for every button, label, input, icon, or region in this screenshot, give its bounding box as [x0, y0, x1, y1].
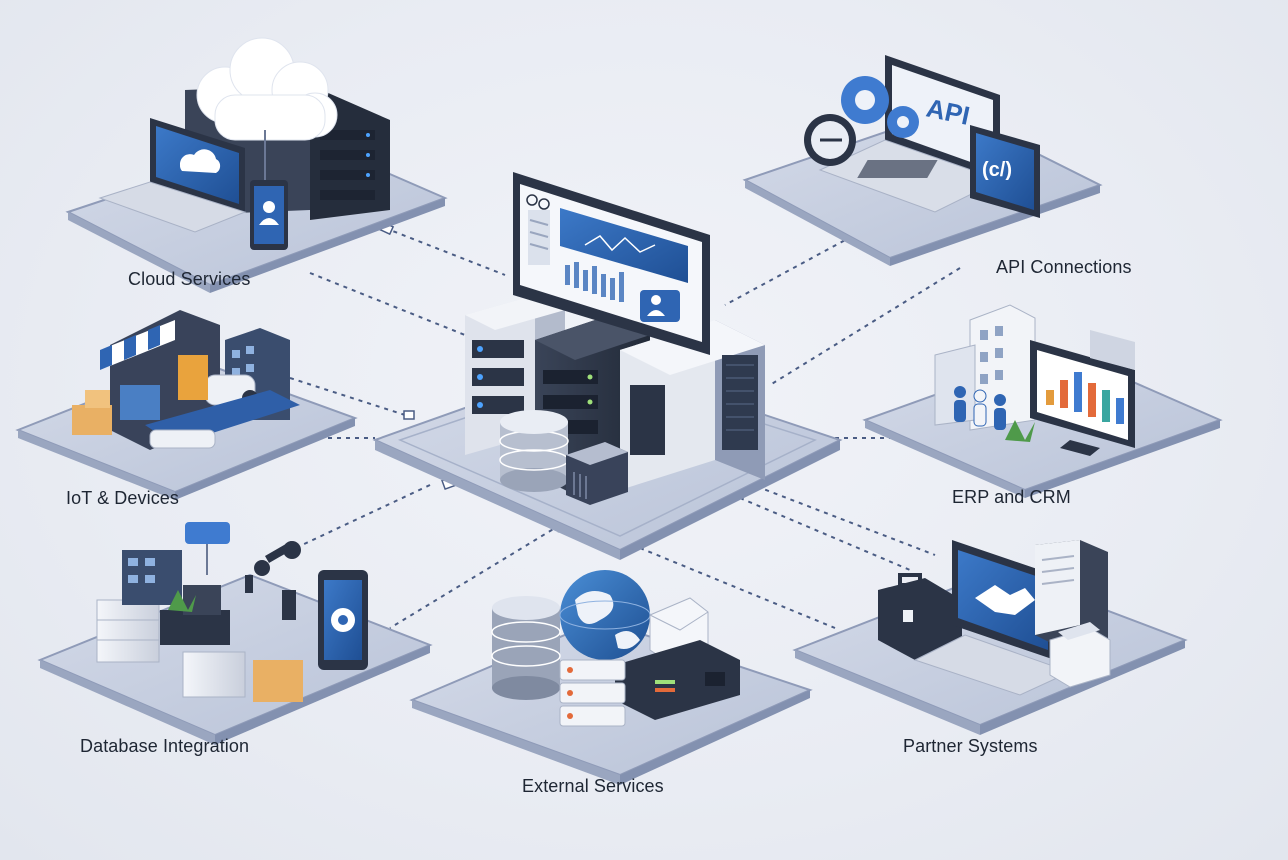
printer-icon: [1049, 622, 1111, 688]
node-database-integration: [37, 522, 433, 745]
connector-partner: [739, 479, 936, 556]
node-cloud-services: [65, 37, 448, 293]
connector-cloud: [384, 227, 506, 276]
network-node-icon: [185, 522, 230, 575]
gauge-icon: [804, 114, 856, 166]
router-icon: [160, 585, 230, 645]
label-database-integration: Database Integration: [80, 736, 250, 756]
label-api-connections: API Connections: [996, 257, 1132, 277]
connector-api-2: [769, 267, 961, 386]
package-icon: [72, 390, 112, 435]
central-hub: [372, 172, 843, 560]
api-monitor-icon: API: [818, 55, 1002, 213]
plant-icon: [1005, 420, 1035, 442]
hub-database-icon: [499, 410, 569, 492]
connector-lines: [269, 227, 961, 629]
tablet-icon: [250, 130, 288, 250]
plant-icon-2: [168, 590, 196, 612]
connector-partner-3: [739, 497, 911, 571]
hub-monitor: [513, 172, 710, 355]
connector-iot: [289, 377, 406, 416]
office-building-icon: [934, 304, 1036, 431]
file-server-icon: [96, 550, 182, 663]
people-icon: [954, 386, 1006, 430]
connector-ext: [389, 524, 561, 629]
hub-server-right: [620, 320, 765, 490]
robotic-arm-icon: [245, 541, 301, 620]
code-tablet-icon: (c/): [970, 125, 1040, 218]
node-iot-devices: [15, 310, 358, 500]
package-icon-2: [253, 660, 303, 702]
connector-api: [724, 231, 861, 306]
node-api-connections: API (c/): [742, 55, 1103, 266]
label-cloud-services: Cloud Services: [128, 269, 251, 289]
handshake-monitor-icon: [913, 540, 1072, 696]
globe-icon: [559, 570, 651, 660]
connector-cloud-2: [309, 272, 466, 336]
server-box-icon: [1090, 330, 1135, 370]
sensor-icon: [149, 429, 216, 449]
node-partner-systems: [792, 540, 1188, 735]
code-tablet-text: (c/): [982, 159, 1012, 181]
server-stack-icon: [559, 659, 626, 727]
gear-icon: [841, 76, 919, 138]
network-switch-icon: [615, 640, 740, 720]
label-partner-systems: Partner Systems: [903, 736, 1038, 756]
node-erp-crm: [862, 304, 1223, 498]
label-erp-crm: ERP and CRM: [952, 487, 1071, 507]
analytics-monitor-icon: [1030, 340, 1135, 456]
cloud-icon: [196, 37, 338, 141]
node-external-services: [409, 570, 813, 785]
hub-small-server: [566, 442, 628, 505]
laptop-icon: [98, 118, 247, 233]
label-external-services: External Services: [522, 776, 664, 796]
device-box-icon: [182, 651, 246, 698]
smartphone-icon: [318, 570, 368, 670]
briefcase-icon: [878, 573, 962, 660]
database-icon: [491, 596, 561, 700]
label-iot-devices: IoT & Devices: [66, 488, 180, 508]
